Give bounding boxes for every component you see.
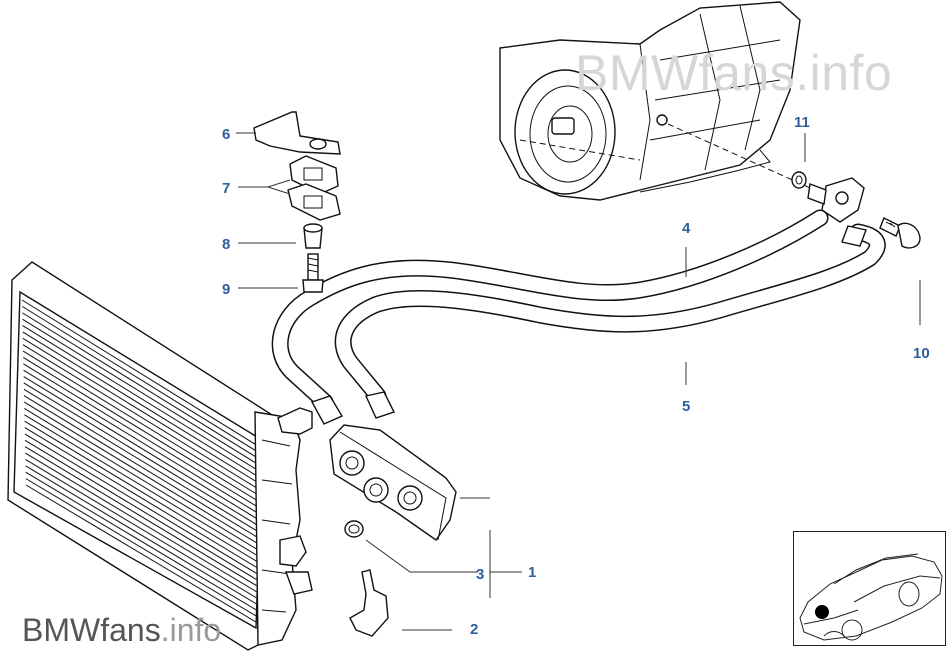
watermark-top: BMWfans.info [575, 45, 893, 101]
radiator-fin [22, 318, 259, 465]
callout-9: 9 [222, 281, 230, 298]
callout-6: 6 [222, 126, 230, 143]
radiator-fin [23, 369, 258, 514]
callout-1: 1 [528, 564, 536, 581]
oil-cooler [329, 424, 457, 541]
radiator-fin [22, 350, 258, 495]
callout-5: 5 [682, 398, 690, 415]
radiator-fin [25, 484, 257, 623]
oil-cooler-hoses [271, 209, 886, 425]
radiator-fin [23, 388, 258, 532]
clip-part-7 [287, 155, 341, 221]
radiator-fin [22, 331, 258, 477]
car-outline-icon [799, 553, 943, 641]
radiator-fin [22, 356, 258, 502]
hose-connector-block [807, 177, 867, 247]
callout-8: 8 [222, 236, 230, 253]
radiator-fin [23, 363, 258, 508]
radiator-fin [22, 312, 259, 459]
bolt-part-9 [302, 253, 324, 293]
callout-10: 10 [913, 345, 930, 362]
radiator [7, 261, 313, 651]
callout-7: 7 [222, 180, 230, 197]
radiator-fin [22, 344, 258, 489]
radiator-fin [24, 427, 257, 568]
radiator-fin [24, 420, 257, 562]
radiator-fin [24, 433, 257, 574]
watermark-suffix: .info [160, 612, 222, 648]
radiator-fin [25, 459, 257, 599]
radiator-fin [23, 382, 258, 526]
seal-ring-part-11 [791, 171, 807, 189]
radiator-fin [24, 439, 257, 580]
bushing-part-8 [303, 223, 323, 249]
location-marker-icon [815, 605, 829, 619]
radiator-fin [23, 395, 258, 538]
callout-11: 11 [794, 114, 810, 131]
leader-lines [236, 132, 921, 631]
mounting-bracket [349, 569, 389, 637]
banjo-bolt-part-10 [879, 217, 921, 249]
watermark-brand: BMWfans [22, 612, 161, 648]
radiator-fin [23, 401, 258, 544]
radiator-fin [22, 337, 258, 483]
callout-2: 2 [470, 621, 478, 638]
radiator-fin [25, 471, 257, 611]
radiator-fin [23, 376, 258, 520]
transmission [499, 1, 801, 201]
radiator-fin [22, 325, 258, 471]
bracket-part-6 [253, 111, 341, 155]
radiator-fin [25, 478, 257, 617]
radiator-fin [25, 465, 257, 605]
radiator-fin [24, 414, 258, 556]
radiator-fin [21, 305, 259, 453]
car-location-thumbnail-icon[interactable] [793, 531, 946, 646]
watermark-bottom: BMWfans.info [22, 612, 221, 649]
o-ring [344, 520, 364, 538]
radiator-fin [24, 446, 257, 587]
radiator-fin [25, 452, 257, 593]
radiator-fin [24, 408, 258, 550]
callout-4: 4 [682, 220, 691, 237]
callout-3: 3 [476, 566, 484, 583]
radiator-fin [21, 299, 259, 447]
